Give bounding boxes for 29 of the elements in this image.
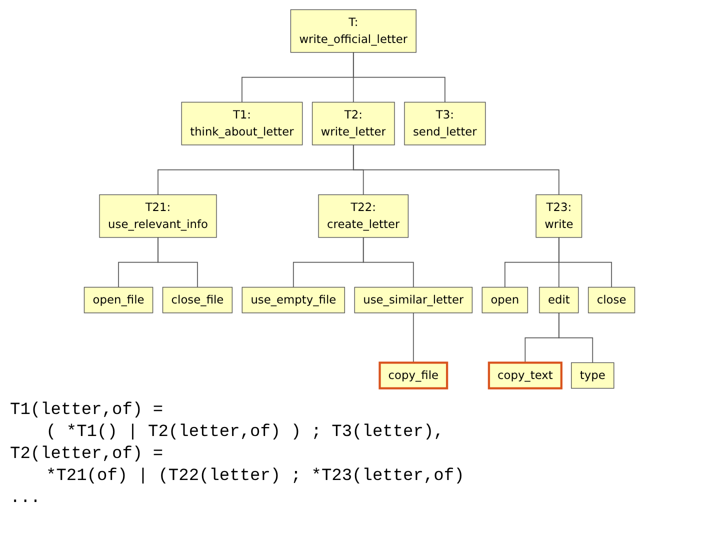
connector <box>558 237 612 288</box>
code-line: T1(letter,of) = <box>10 401 164 420</box>
node-box: T: write_official_letter <box>290 9 416 53</box>
connector <box>158 237 198 288</box>
node-box: type <box>571 362 614 389</box>
node-box: close <box>588 286 636 314</box>
node-box: T21: use_relevant_info <box>99 194 217 238</box>
connector <box>558 312 594 364</box>
code-line: T2(letter,of) = <box>10 445 164 464</box>
node-box: close_file <box>162 286 233 314</box>
node-box: T2: write_letter <box>312 102 395 146</box>
node-box: open <box>482 286 528 314</box>
node-box: edit <box>539 286 579 314</box>
code-line: ( *T1() | T2(letter,of) ) ; T3(letter), <box>46 423 444 442</box>
connector <box>362 237 414 288</box>
connector <box>352 144 560 196</box>
code-line: ... <box>10 489 41 508</box>
node-box: T3: send_letter <box>404 102 486 146</box>
node-box: use_similar_letter <box>354 286 473 314</box>
node-box: copy_text <box>488 362 562 390</box>
node-box: open_file <box>84 286 154 314</box>
node-box: T1: think_about_letter <box>181 102 303 146</box>
connector <box>412 312 414 364</box>
connector <box>352 52 446 103</box>
node-box: T22: create_letter <box>318 194 409 238</box>
node-box: use_empty_file <box>242 286 345 314</box>
node-box: T23: write <box>536 194 582 238</box>
node-box: copy_file <box>378 362 448 390</box>
code-line: *T21(of) | (T22(letter) ; *T23(letter,of) <box>46 467 464 486</box>
